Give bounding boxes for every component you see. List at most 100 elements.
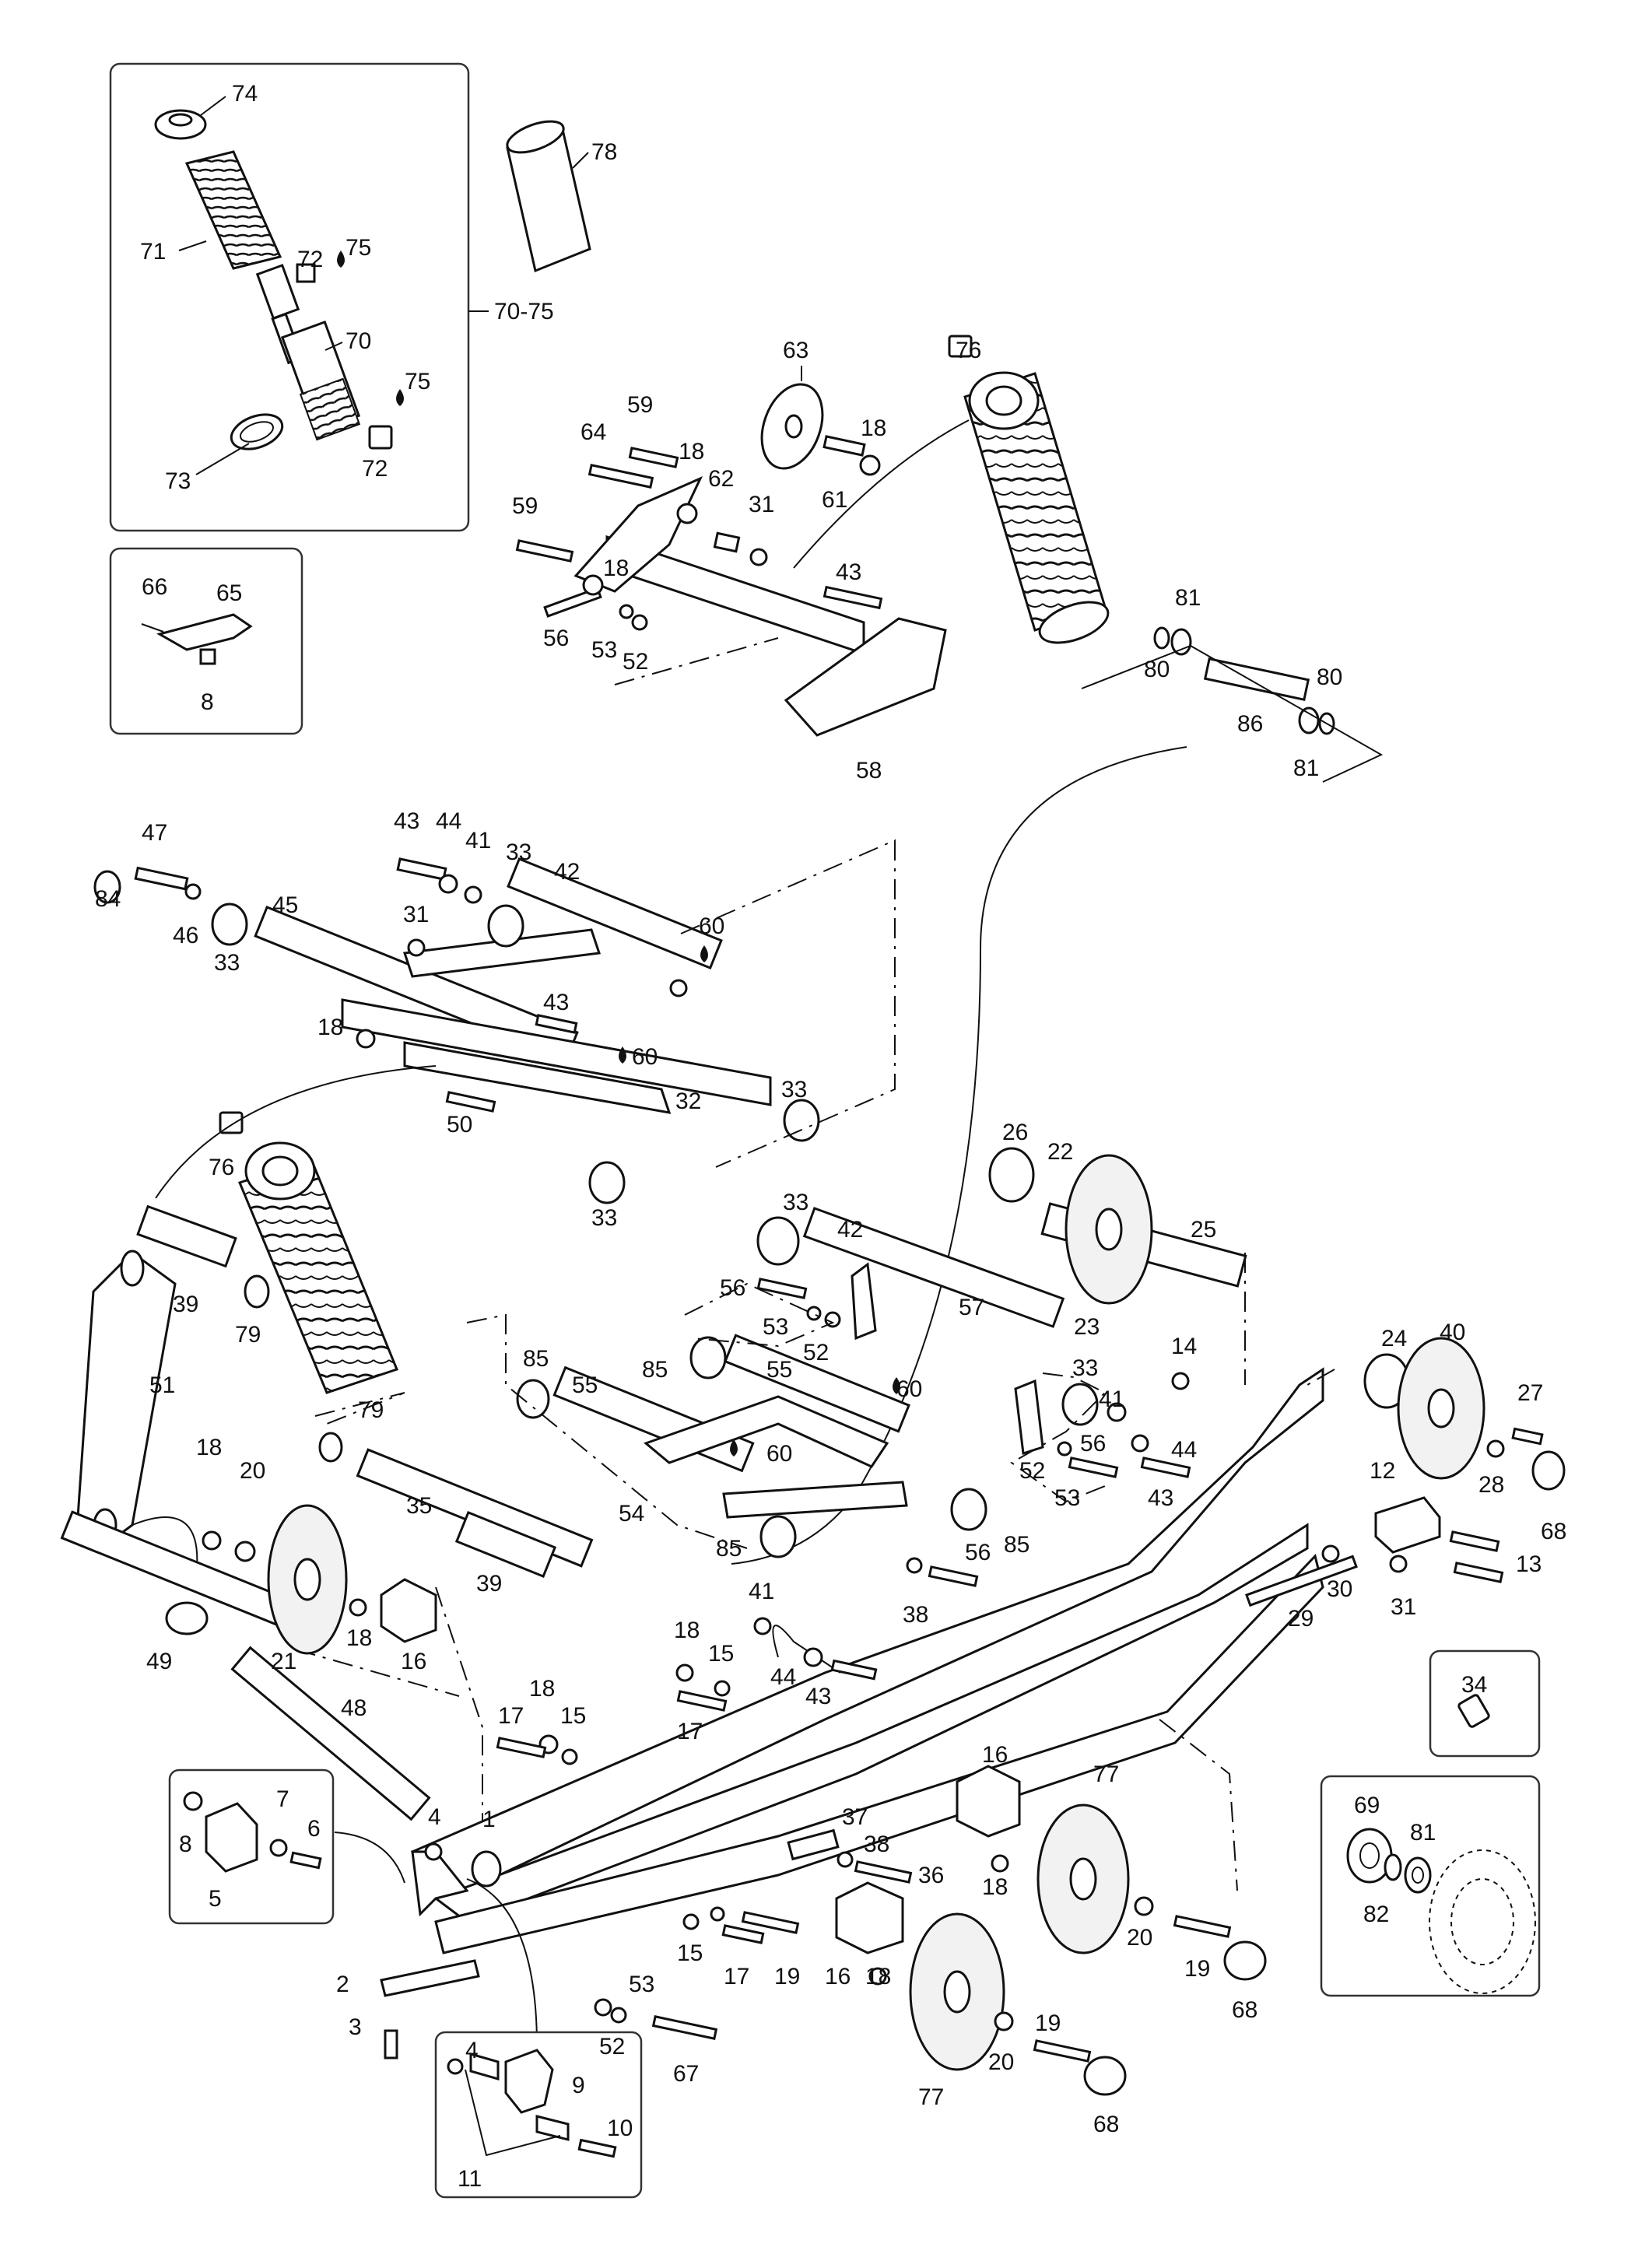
cap-68c[interactable]: [1083, 2056, 1127, 2096]
screw-36[interactable]: [854, 1860, 913, 1884]
bushing-85d[interactable]: [950, 1488, 987, 1531]
bolt-59-top[interactable]: [628, 447, 679, 468]
tube-55b[interactable]: [724, 1334, 910, 1433]
part-82-ring[interactable]: [1384, 1853, 1402, 1881]
washer-38[interactable]: [906, 1557, 923, 1574]
bolt-43d[interactable]: [1140, 1456, 1191, 1478]
part-74-retainer[interactable]: [154, 109, 207, 140]
washer-15b[interactable]: [561, 1748, 578, 1765]
screw-3[interactable]: [384, 2029, 398, 2059]
bolts-13[interactable]: [1449, 1530, 1504, 1583]
bushing-85c[interactable]: [759, 1515, 797, 1558]
part-48-tube[interactable]: [230, 1646, 431, 1821]
slide-2[interactable]: [380, 1959, 480, 1997]
lower-shock-bellows[interactable]: [219, 1111, 398, 1394]
wheel-77a[interactable]: [1036, 1804, 1130, 1954]
screw-17b[interactable]: [496, 1737, 547, 1758]
bushing-33c[interactable]: [783, 1099, 820, 1142]
screw-6[interactable]: [289, 1851, 322, 1870]
washer-30[interactable]: [1321, 1544, 1340, 1563]
bushing-33d[interactable]: [588, 1161, 626, 1204]
part-69-hub[interactable]: [1346, 1828, 1393, 1884]
slider-16a[interactable]: [380, 1578, 437, 1643]
nut-14[interactable]: [1171, 1372, 1190, 1390]
nut-18f[interactable]: [349, 1598, 367, 1617]
washer-52[interactable]: [631, 614, 648, 631]
part-86-pin[interactable]: [1203, 657, 1310, 702]
washer-28[interactable]: [1486, 1439, 1505, 1458]
bolt-29[interactable]: [1245, 1555, 1358, 1607]
nut-60[interactable]: [669, 979, 688, 997]
washer-38b[interactable]: [837, 1851, 854, 1868]
washer-44b[interactable]: [1131, 1434, 1149, 1453]
block-12[interactable]: [1374, 1496, 1441, 1554]
washer-53d[interactable]: [610, 2007, 627, 2024]
part-84-cap[interactable]: [93, 870, 121, 904]
washer-15d[interactable]: [710, 1906, 725, 1922]
bolt-56d[interactable]: [928, 1565, 979, 1587]
part-65-bracket[interactable]: [156, 613, 253, 651]
washer-7[interactable]: [269, 1839, 288, 1857]
wheel-22-23[interactable]: [1065, 1154, 1153, 1305]
wheel-21[interactable]: [267, 1504, 348, 1655]
bracket-57[interactable]: [851, 1262, 877, 1341]
nut-18i[interactable]: [991, 1854, 1009, 1873]
nut-18d[interactable]: [356, 1029, 376, 1049]
part-37[interactable]: [787, 1828, 840, 1861]
part-78-boot[interactable]: [503, 115, 591, 273]
washer-20a[interactable]: [234, 1541, 256, 1562]
screw-67[interactable]: [651, 2015, 718, 2040]
washer-41[interactable]: [464, 885, 482, 904]
bolt-56c[interactable]: [1068, 1456, 1119, 1478]
part-39-sleeve-b[interactable]: [454, 1511, 557, 1578]
washer-53[interactable]: [619, 604, 634, 619]
screw-17c[interactable]: [721, 1924, 765, 1944]
washer-53c[interactable]: [1057, 1441, 1072, 1456]
front-endcap-1[interactable]: [411, 1850, 502, 1917]
washer-15c[interactable]: [682, 1913, 700, 1930]
screw-17a[interactable]: [676, 1690, 728, 1712]
part-39-sleeve-a[interactable]: [136, 1204, 237, 1268]
nut-18e[interactable]: [202, 1530, 222, 1551]
wheel-24-40[interactable]: [1363, 1337, 1485, 1480]
bolt-50[interactable]: [445, 1091, 496, 1113]
bushing-85b[interactable]: [689, 1336, 727, 1379]
nut-18b[interactable]: [676, 503, 698, 524]
nut-18c[interactable]: [582, 574, 604, 596]
cap-68[interactable]: [1531, 1450, 1566, 1491]
nut-31c[interactable]: [1389, 1555, 1408, 1573]
washer-53b[interactable]: [806, 1306, 822, 1321]
bushing-33a[interactable]: [211, 903, 248, 946]
part-62[interactable]: [713, 531, 741, 553]
slider-16b[interactable]: [956, 1765, 1021, 1838]
part-63-disc[interactable]: [751, 376, 833, 477]
bolt-61[interactable]: [823, 435, 866, 457]
bushing-33b[interactable]: [487, 904, 524, 948]
part-49-shaft[interactable]: [60, 1510, 298, 1635]
part-72-bushing-top[interactable]: [296, 263, 316, 283]
part-80-washer[interactable]: [1153, 626, 1170, 650]
washer-46[interactable]: [184, 883, 202, 900]
washer-15a[interactable]: [714, 1680, 731, 1697]
screw-19a[interactable]: [741, 1911, 800, 1934]
nut-8[interactable]: [183, 1791, 203, 1811]
bushing-33e[interactable]: [756, 1216, 800, 1266]
screw-10[interactable]: [577, 2138, 617, 2158]
nut-18j[interactable]: [868, 1967, 887, 1986]
nut-18[interactable]: [859, 454, 881, 476]
bushing-26[interactable]: [988, 1147, 1035, 1203]
part-73-ring[interactable]: [226, 408, 287, 456]
part-81-bearing[interactable]: [1170, 628, 1192, 656]
part-32-arm[interactable]: [341, 928, 772, 1114]
washer-20b[interactable]: [1134, 1896, 1154, 1916]
washer-44c[interactable]: [803, 1647, 823, 1667]
washer-31[interactable]: [749, 548, 768, 566]
tube-42b[interactable]: [802, 1207, 1065, 1328]
arm-54[interactable]: [644, 1395, 908, 1519]
bolt-43b[interactable]: [396, 857, 447, 881]
bushing-33f[interactable]: [1061, 1383, 1099, 1426]
washer-41b[interactable]: [1107, 1402, 1127, 1422]
bolt-56b[interactable]: [756, 1278, 808, 1299]
part-81-bearing-c[interactable]: [1404, 1856, 1432, 1894]
part-42-tube[interactable]: [507, 857, 723, 970]
